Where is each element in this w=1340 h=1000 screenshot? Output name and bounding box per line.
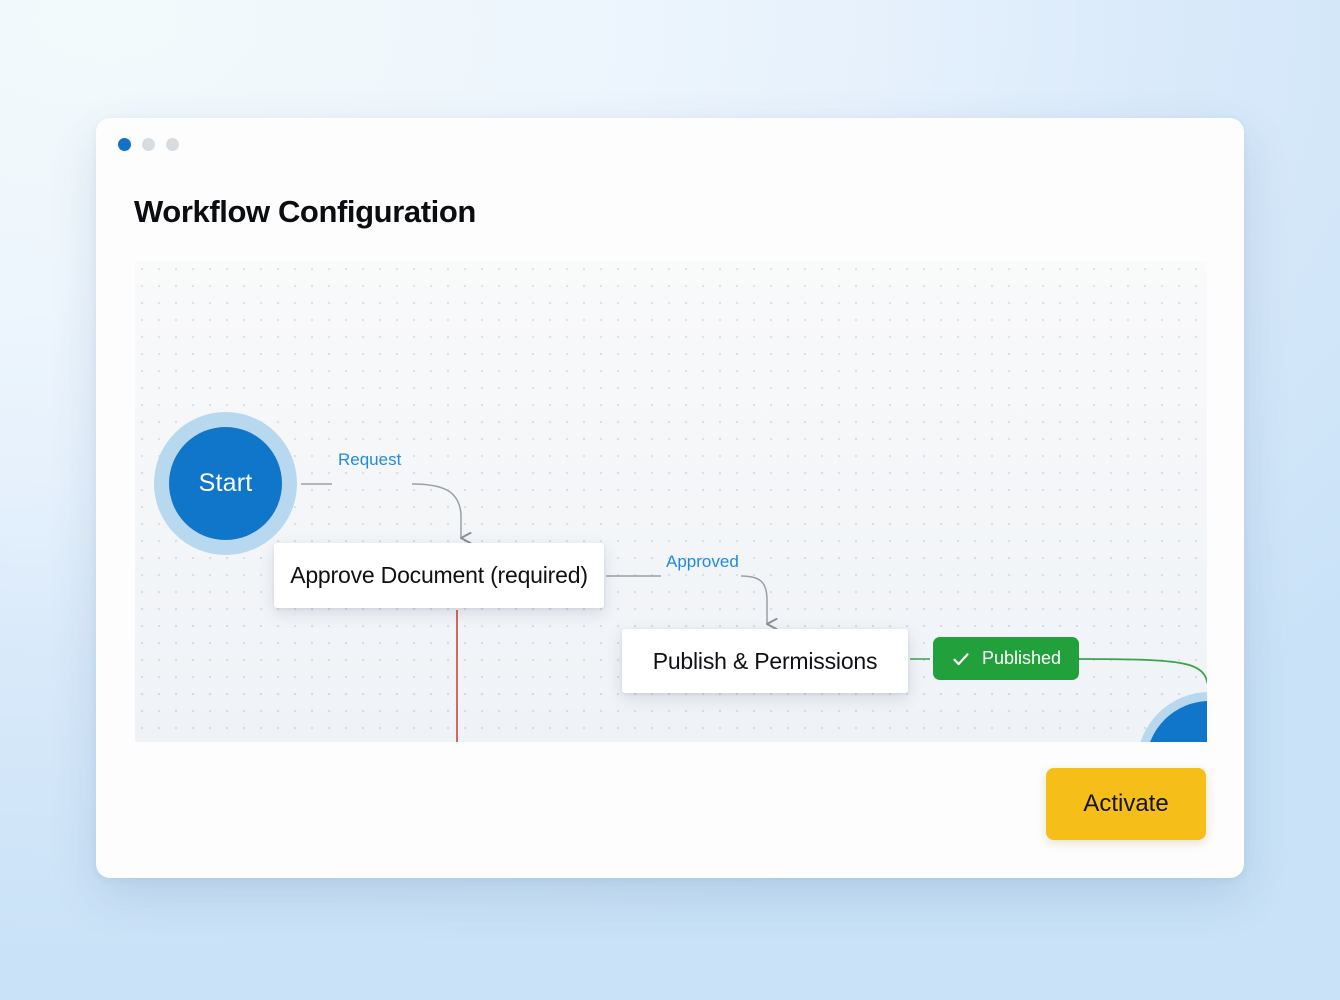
workflow-canvas[interactable]: Start Approve Document (required) Publis… xyxy=(135,262,1207,742)
node-publish-permissions-label: Publish & Permissions xyxy=(652,647,878,674)
edge-label-request: Request xyxy=(338,450,402,469)
node-end[interactable]: End xyxy=(1137,692,1207,742)
edge-approved-to-publish xyxy=(740,575,767,624)
check-icon xyxy=(953,652,969,665)
window-titlebar xyxy=(96,118,1244,170)
node-approve-document-label: Approve Document (required) xyxy=(290,562,588,588)
edge-badge-published-label: Published xyxy=(982,648,1062,668)
edge-label-approved: Approved xyxy=(666,552,739,571)
activate-button[interactable]: Activate xyxy=(1046,768,1206,840)
edge-published-to-end xyxy=(1077,658,1207,686)
window-dot-gray-icon[interactable] xyxy=(142,137,155,151)
edge-badge-published[interactable]: Published xyxy=(933,637,1080,680)
page-title: Workflow Configuration xyxy=(134,194,476,229)
node-start-label: Start xyxy=(169,427,282,540)
app-window: Workflow Configuration xyxy=(96,118,1244,878)
node-end-label: End xyxy=(1146,701,1207,742)
node-approve-document[interactable]: Approve Document (required) xyxy=(274,543,604,608)
node-start[interactable]: Start xyxy=(154,412,297,555)
edge-request-to-approve xyxy=(411,483,461,538)
window-dot-blue-icon[interactable] xyxy=(118,137,131,151)
window-dot-gray-icon[interactable] xyxy=(166,137,179,151)
node-publish-permissions[interactable]: Publish & Permissions xyxy=(622,629,908,693)
